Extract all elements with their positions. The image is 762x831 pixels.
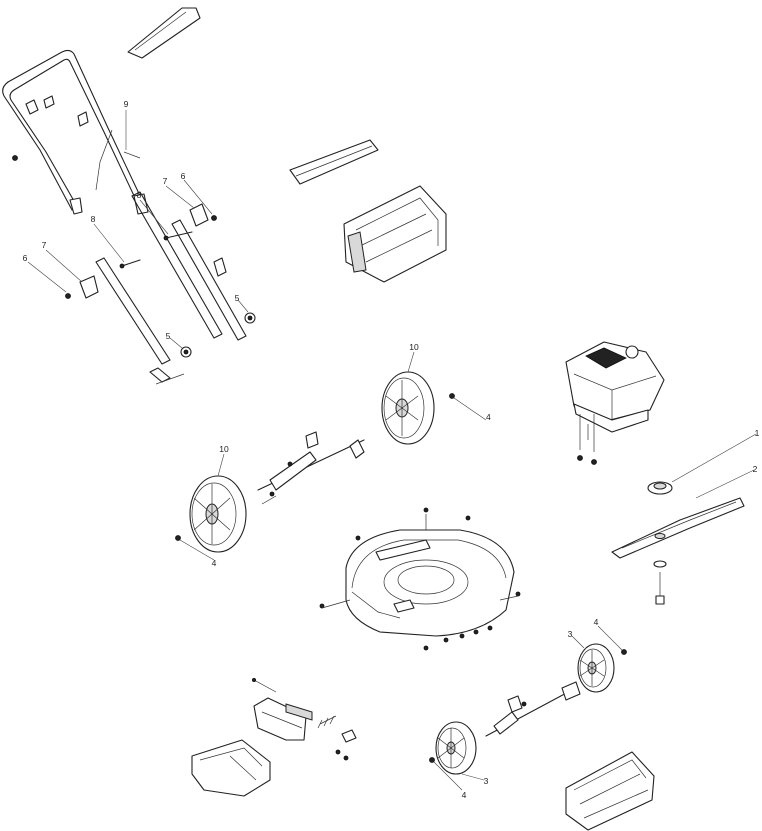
rear-flap-housing — [344, 186, 446, 282]
rear-discharge-flap — [192, 678, 356, 796]
lower-handle-right — [132, 192, 246, 340]
blade-callout: 2 — [696, 464, 758, 498]
mower-deck — [320, 508, 520, 650]
knob-left: 5 — [166, 331, 191, 357]
cable: 9 — [96, 99, 140, 190]
front-axle-assembly — [486, 682, 580, 736]
rear-bolt-upper: 4 — [450, 394, 492, 423]
blade — [612, 498, 744, 558]
bag-deflector-plate — [290, 140, 378, 184]
rear-wheel-upper: 10 — [382, 342, 434, 444]
callout-10-lower: 10 — [219, 444, 229, 454]
callout-8-right: 8 — [137, 190, 142, 200]
callout-9: 9 — [124, 99, 129, 109]
callout-10-upper: 10 — [409, 342, 419, 352]
lower-handle-left — [96, 258, 184, 384]
callout-6-left: 6 — [23, 253, 28, 263]
callout-7-right: 7 — [163, 176, 168, 186]
callout-6-right: 6 — [181, 171, 186, 181]
nut-left: 6 — [23, 253, 71, 299]
callout-8-left: 8 — [91, 214, 96, 224]
callout-4-front-upper: 4 — [594, 617, 599, 627]
knob-right: 5 — [235, 293, 255, 323]
callout-5-left: 5 — [166, 331, 171, 341]
callout-3-upper: 3 — [568, 629, 573, 639]
rear-wheel-lower: 10 — [190, 444, 246, 552]
callout-4-lower: 4 — [212, 558, 217, 568]
handle-bolt-left: 8 — [91, 214, 140, 268]
upper-handle — [3, 8, 200, 214]
callout-7-left: 7 — [42, 240, 47, 250]
blade-adapter — [648, 482, 672, 494]
front-wheel-lower: 3 — [436, 722, 489, 786]
clamp-left: 7 — [42, 240, 98, 298]
bag-frame — [566, 752, 654, 830]
engine — [566, 342, 664, 465]
callout-1: 1 — [755, 428, 760, 438]
callout-4-front-lower: 4 — [462, 790, 467, 800]
blade-washer-bolt — [654, 561, 666, 604]
callout-2: 2 — [753, 464, 758, 474]
callout-3-lower: 3 — [484, 776, 489, 786]
callout-4-upper: 4 — [486, 412, 491, 422]
rear-axle-assembly — [258, 432, 364, 504]
callout-5-right: 5 — [235, 293, 240, 303]
